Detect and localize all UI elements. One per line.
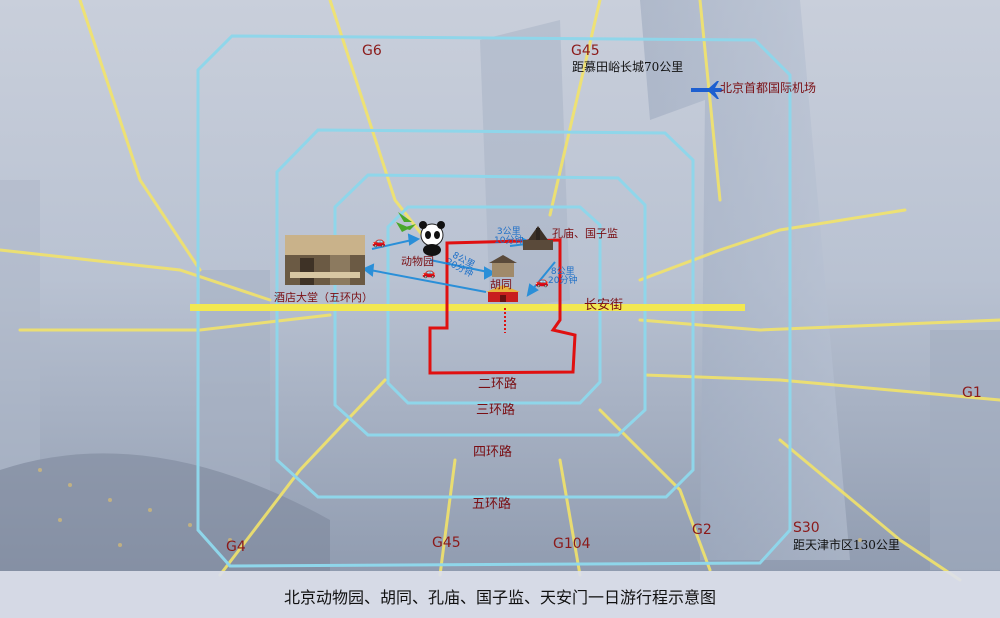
ring-3-label: 三环路	[476, 403, 516, 418]
tiananmen-icon	[486, 255, 520, 302]
road-label-g1: G1	[962, 385, 982, 401]
ring-4-road	[275, 128, 695, 499]
bamboo-icon	[396, 212, 416, 232]
hutong-temple-route-label: 3公里 10分钟	[494, 227, 524, 247]
panda-icon	[419, 221, 445, 256]
hutong-temple-time: 10分钟	[494, 236, 524, 247]
great-wall-distance: 距慕田峪长城70公里	[572, 60, 684, 74]
road-label-g6: G6	[362, 43, 382, 59]
temple-hutong-route-label: 8公里 20分钟	[548, 267, 578, 287]
tianjin-distance: 距天津市区130公里	[793, 538, 900, 552]
car-icon: 🚗	[422, 266, 436, 279]
caption-bar: 北京动物园、胡同、孔庙、国子监、天安门一日游行程示意图	[0, 571, 1000, 618]
hutong-temple-distance: 3公里	[496, 227, 521, 237]
temple-hutong-distance: 8公里	[550, 267, 575, 277]
city-lights	[38, 468, 862, 547]
ring-5-label: 五环路	[472, 497, 512, 512]
road-label-g2: G2	[692, 522, 712, 538]
map-caption: 北京动物园、胡同、孔庙、国子监、天安门一日游行程示意图	[283, 588, 716, 607]
ring-4-label: 四环路	[473, 445, 513, 460]
temple-label: 孔庙、国子监	[552, 227, 618, 240]
hotel-photo-icon	[285, 235, 365, 285]
expressways	[0, 0, 1000, 582]
road-label-g45-bottom: G45	[432, 535, 461, 551]
airplane-icon	[691, 81, 723, 99]
ring-2-label: 二环路	[478, 377, 518, 392]
zoo-label: 动物园	[401, 255, 434, 268]
airport-label: 北京首都国际机场	[720, 81, 817, 95]
car-icon: 🚗	[535, 275, 549, 288]
ring-5-road	[196, 34, 792, 568]
road-label-g45-top: G45	[571, 43, 600, 59]
temple-icon	[523, 226, 553, 250]
temple-hutong-time: 20分钟	[548, 276, 578, 287]
car-icon: 🚗	[372, 235, 386, 248]
road-label-g104: G104	[553, 536, 591, 552]
changan-avenue	[190, 304, 745, 311]
hutong-label: 胡同	[490, 278, 512, 291]
road-label-g4: G4	[226, 539, 246, 555]
ring-2-inner-band	[386, 205, 602, 405]
hotel-label: 酒店大堂（五环内）	[274, 291, 373, 304]
changan-street-label: 长安街	[584, 298, 624, 313]
road-label-s30: S30	[793, 520, 820, 536]
ring-2-road	[428, 238, 577, 375]
